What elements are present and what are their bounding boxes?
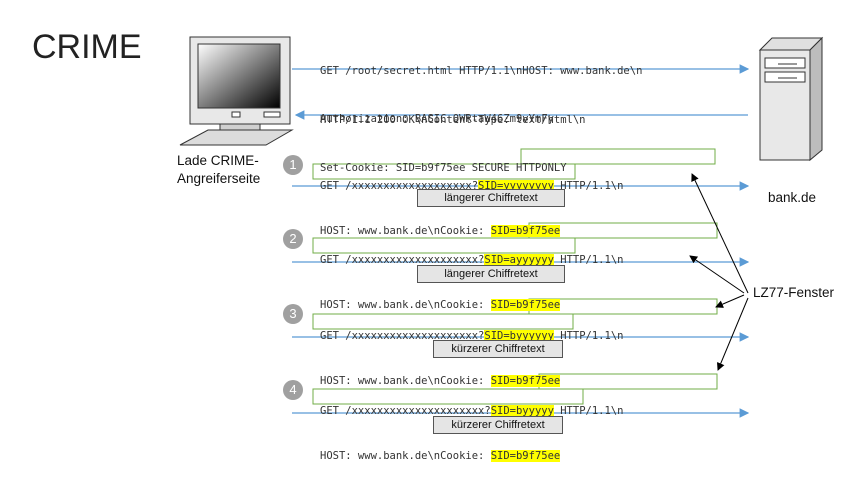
attempt-text: HTTP/1.1\n xyxy=(553,254,624,266)
attempt-cookie: SID=b9f75ee xyxy=(490,450,561,462)
attempt-text: HOST: www.bank.de\nCookie: xyxy=(320,299,491,311)
response-line: Set-Cookie: SID=b9f75ee SECURE HTTPONLY xyxy=(320,162,567,174)
client-label-line: Lade CRIME- xyxy=(177,153,259,168)
lz77-window-box xyxy=(312,388,584,405)
request-line: Authorization: BASIC QWRtaW46Zm9vYmFy xyxy=(320,113,554,125)
attempt-text: HOST: www.bank.de\nCookie: xyxy=(320,225,491,237)
attempt-request: GET /xxxxxxxxxxxxxxxxxxxx?SID=ayyyyyy HT… xyxy=(320,223,623,328)
server-icon xyxy=(758,36,824,162)
lz77-window-box xyxy=(312,163,576,180)
attempt-cookie: SID=b9f75ee xyxy=(490,225,561,237)
lz77-pointer-arrow xyxy=(715,294,745,308)
attempt-text: HTTP/1.1\n xyxy=(553,180,624,192)
slide-title: CRIME xyxy=(32,28,142,66)
lz77-pointer-arrow xyxy=(717,297,749,371)
lz77-pointer-arrow xyxy=(689,255,745,294)
attempt-text: HOST: www.bank.de\nCookie: xyxy=(320,375,491,387)
ciphertext-result-box: längerer Chiffretext xyxy=(417,189,565,207)
attempt-text: HTTP/1.1\n xyxy=(553,405,624,417)
client-label-line: Angreiferseite xyxy=(177,171,261,186)
lz77-window-box xyxy=(520,148,716,165)
ciphertext-result-box: kürzerer Chiffretext xyxy=(433,340,563,358)
attempt-guess: SID=byyyyy xyxy=(490,405,554,417)
lz77-window-box xyxy=(312,237,576,254)
attempt-text: GET /xxxxxxxxxxxxxxxxxxxxx? xyxy=(320,405,491,417)
step-number-badge: 4 xyxy=(283,380,303,400)
ciphertext-result-box: längerer Chiffretext xyxy=(417,265,565,283)
lz77-window-label: LZ77-Fenster xyxy=(753,285,835,300)
ciphertext-result-box: kürzerer Chiffretext xyxy=(433,416,563,434)
step-number-badge: 2 xyxy=(283,229,303,249)
attempt-line: HOST: www.bank.de\nCookie: SID=b9f75ee xyxy=(320,298,623,313)
attempt-line: HOST: www.bank.de\nCookie: SID=b9f75ee xyxy=(320,449,623,464)
attempt-text: GET /xxxxxxxxxxxxxxxxxxxx? xyxy=(320,330,485,342)
initial-request: GET /root/secret.html HTTP/1.1\nHOST: ww… xyxy=(320,31,642,143)
initial-response: HTTP/1.1 200 OK\nContent-Type: text/html… xyxy=(320,80,586,192)
attempt-guess: SID=ayyyyyy xyxy=(484,254,554,266)
attempt-text: HTTP/1.1\n xyxy=(553,330,624,342)
attempt-text: HOST: www.bank.de\nCookie: xyxy=(320,450,491,462)
attempt-text: GET /xxxxxxxxxxxxxxxxxxxx? xyxy=(320,254,485,266)
lz77-pointer-arrow xyxy=(691,173,749,294)
attempt-guess: SID=byyyyyy xyxy=(484,330,554,342)
attempt-line: GET /xxxxxxxxxxxxxxxxxxxxx?SID=byyyyy HT… xyxy=(320,404,623,419)
client-label: Lade CRIME- Angreiferseite xyxy=(177,152,260,188)
attempt-cookie: SID=b9f75ee xyxy=(490,299,561,311)
request-line: GET /root/secret.html HTTP/1.1\nHOST: ww… xyxy=(320,65,643,77)
attempt-line: GET /xxxxxxxxxxxxxxxxxxxx?SID=byyyyyy HT… xyxy=(320,329,623,344)
response-line: HTTP/1.1 200 OK\nContent-Type: text/html… xyxy=(320,114,586,126)
attempt-request: GET /xxxxxxxxxxxxxxxxxxxx?SID=byyyyyy HT… xyxy=(320,299,623,404)
step-number-badge: 3 xyxy=(283,304,303,324)
computer-icon xyxy=(179,36,294,146)
attempt-line: HOST: www.bank.de\nCookie: SID=b9f75ee xyxy=(320,374,623,389)
step-number-badge: 1 xyxy=(283,155,303,175)
server-label: bank.de xyxy=(768,190,817,205)
attempt-line: GET /xxxxxxxxxxxxxxxxxxxx?SID=ayyyyyy HT… xyxy=(320,253,623,268)
attempt-line: HOST: www.bank.de\nCookie: SID=b9f75ee xyxy=(320,224,623,239)
attempt-cookie: SID=b9f75ee xyxy=(490,375,561,387)
lz77-window-box xyxy=(312,313,574,330)
